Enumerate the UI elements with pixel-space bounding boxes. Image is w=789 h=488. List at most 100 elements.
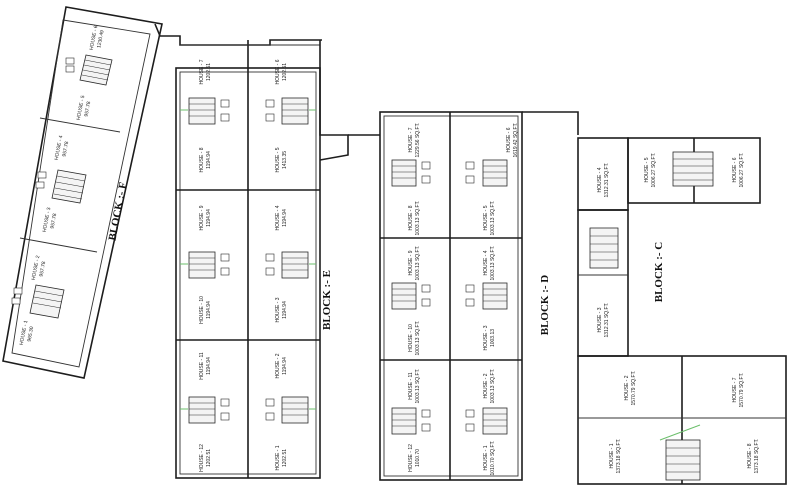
svg-text:957.78: 957.78	[61, 141, 70, 157]
svg-text:HOUSE - 6: HOUSE - 6	[89, 25, 100, 51]
svg-text:HOUSE - 7: HOUSE - 7	[199, 59, 205, 84]
svg-text:1194.94: 1194.94	[282, 209, 288, 227]
house-label: HOUSE - 1 1010.70 SQ.FT.	[483, 440, 496, 475]
stair-core-e3	[180, 396, 316, 424]
block-f-title: BLOCK :- F	[107, 181, 130, 242]
house-label: HOUSE - 11 1003.13 SQ.FT.	[408, 368, 421, 403]
svg-text:1003.13: 1003.13	[490, 329, 496, 347]
house-label: HOUSE - 2 1570.79 SQ.FT.	[624, 370, 637, 405]
svg-text:HOUSE - 4: HOUSE - 4	[275, 205, 281, 230]
svg-text:HOUSE - 6: HOUSE - 6	[275, 59, 281, 84]
svg-text:1230.49: 1230.49	[96, 29, 105, 48]
svg-text:HOUSE - 1: HOUSE - 1	[275, 445, 281, 470]
svg-text:HOUSE - 11: HOUSE - 11	[408, 372, 414, 400]
svg-text:1194.94: 1194.94	[206, 301, 212, 319]
stair-core-f1	[65, 54, 113, 86]
svg-text:957.78: 957.78	[49, 213, 58, 229]
svg-text:HOUSE - 3: HOUSE - 3	[483, 325, 489, 350]
house-label: HOUSE - 3 1003.13	[483, 325, 496, 350]
house-label: HOUSE - 9 1194.94	[199, 205, 212, 230]
svg-text:1003.13 SQ.FT.: 1003.13 SQ.FT.	[490, 368, 496, 403]
svg-text:1570.79 SQ.FT.: 1570.79 SQ.FT.	[739, 372, 745, 407]
svg-text:HOUSE - 2: HOUSE - 2	[483, 373, 489, 398]
svg-text:1003.13 SQ.FT.: 1003.13 SQ.FT.	[415, 368, 421, 403]
house-label: HOUSE - 10 1003.13 SQ.FT.	[408, 320, 421, 355]
house-label: HOUSE - 2 1194.94	[275, 353, 288, 378]
block-c	[577, 137, 787, 485]
block-d-title: BLOCK :- D	[539, 275, 551, 336]
house-label: HOUSE - 3 1312.31 SQ.FT.	[597, 302, 610, 337]
svg-text:HOUSE - 7: HOUSE - 7	[408, 127, 414, 152]
svg-text:HOUSE - 11: HOUSE - 11	[199, 352, 205, 380]
house-label: HOUSE - 7 1229.56 SQ.FT.	[408, 122, 421, 157]
svg-text:HOUSE - 4: HOUSE - 4	[54, 135, 65, 161]
stair-core-f2	[35, 169, 87, 204]
stair-core-e1	[180, 97, 316, 125]
house-label: HOUSE - 11 1194.94	[199, 352, 212, 380]
block-d	[348, 111, 579, 481]
stair-core-f3	[11, 284, 65, 319]
house-label: HOUSE - 5 957.78	[76, 95, 93, 121]
svg-text:1413.35: 1413.35	[282, 151, 288, 169]
stair-core-c2	[589, 227, 619, 269]
svg-text:1194.94: 1194.94	[206, 357, 212, 375]
svg-text:1010.70: 1010.70	[415, 449, 421, 467]
house-label: HOUSE - 6 1202.51	[275, 59, 288, 84]
house-label: HOUSE - 7 1570.79 SQ.FT.	[732, 372, 745, 407]
svg-text:HOUSE - 6: HOUSE - 6	[506, 127, 512, 152]
house-label: HOUSE - 6 1619.42 SQ.FT.	[506, 122, 519, 157]
svg-text:HOUSE - 3: HOUSE - 3	[42, 207, 53, 233]
house-label: HOUSE - 12 1202.51	[199, 444, 212, 472]
svg-text:1373.18 SQ.FT.: 1373.18 SQ.FT.	[616, 438, 622, 473]
stair-core-c1	[672, 151, 714, 187]
house-label: HOUSE - 4 1003.13 SQ.FT.	[483, 245, 496, 280]
svg-text:HOUSE - 10: HOUSE - 10	[199, 296, 205, 324]
svg-text:1202.51: 1202.51	[282, 449, 288, 467]
svg-text:965.30: 965.30	[26, 326, 35, 342]
house-label: HOUSE - 8 1194.94	[199, 147, 212, 172]
svg-text:1570.79 SQ.FT.: 1570.79 SQ.FT.	[631, 370, 637, 405]
svg-text:1010.70 SQ.FT.: 1010.70 SQ.FT.	[490, 440, 496, 475]
house-label: HOUSE - 5 1003.13 SQ.FT.	[483, 200, 496, 235]
svg-text:1003.13 SQ.FT.: 1003.13 SQ.FT.	[490, 245, 496, 280]
svg-text:1194.94: 1194.94	[206, 151, 212, 169]
house-label: HOUSE - 3 957.78	[42, 207, 59, 233]
stair-core-d1	[391, 159, 508, 187]
stair-core-e2	[180, 251, 316, 279]
svg-text:HOUSE - 5: HOUSE - 5	[275, 147, 281, 172]
svg-text:1003.13 SQ.FT.: 1003.13 SQ.FT.	[415, 245, 421, 280]
house-label: HOUSE - 6 1006.27 SQ.FT.	[732, 152, 745, 187]
svg-text:1194.94: 1194.94	[206, 209, 212, 227]
svg-text:HOUSE - 12: HOUSE - 12	[199, 444, 205, 472]
house-label: HOUSE - 5 1006.27 SQ.FT.	[644, 152, 657, 187]
svg-text:957.78: 957.78	[83, 101, 92, 117]
house-label: HOUSE - 2 1003.13 SQ.FT.	[483, 368, 496, 403]
house-label: HOUSE - 1 1373.18 SQ.FT.	[609, 438, 622, 473]
svg-text:HOUSE - 7: HOUSE - 7	[732, 377, 738, 402]
svg-text:HOUSE - 8: HOUSE - 8	[408, 205, 414, 230]
svg-text:1006.27 SQ.FT.: 1006.27 SQ.FT.	[739, 152, 745, 187]
house-label: HOUSE - 12 1010.70	[408, 444, 421, 472]
house-label: HOUSE - 7 1202.51	[199, 59, 212, 84]
svg-text:HOUSE - 8: HOUSE - 8	[747, 443, 753, 468]
house-label: HOUSE - 4 1312.31 SQ.FT.	[597, 162, 610, 197]
svg-text:HOUSE - 10: HOUSE - 10	[408, 324, 414, 352]
house-label: HOUSE - 3 1194.94	[275, 297, 288, 322]
svg-text:1003.13 SQ.FT.: 1003.13 SQ.FT.	[415, 200, 421, 235]
svg-text:1202.51: 1202.51	[206, 449, 212, 467]
svg-text:1202.51: 1202.51	[282, 63, 288, 81]
house-label: HOUSE - 6 1230.49	[89, 25, 106, 51]
svg-text:HOUSE - 9: HOUSE - 9	[408, 250, 414, 275]
house-label: HOUSE - 8 1373.18 SQ.FT.	[747, 438, 760, 473]
svg-text:HOUSE - 2: HOUSE - 2	[31, 255, 42, 281]
house-label: HOUSE - 8 1003.13 SQ.FT.	[408, 200, 421, 235]
house-label: HOUSE - 2 957.78	[31, 255, 48, 281]
svg-text:1003.13 SQ.FT.: 1003.13 SQ.FT.	[490, 200, 496, 235]
svg-text:HOUSE - 12: HOUSE - 12	[408, 444, 414, 472]
svg-text:1619.42 SQ.FT.: 1619.42 SQ.FT.	[513, 122, 519, 157]
svg-text:1312.31 SQ.FT.: 1312.31 SQ.FT.	[604, 302, 610, 337]
block-e-title: BLOCK :- E	[321, 270, 333, 330]
house-label: HOUSE - 4 1194.94	[275, 205, 288, 230]
svg-text:957.78: 957.78	[38, 261, 47, 277]
